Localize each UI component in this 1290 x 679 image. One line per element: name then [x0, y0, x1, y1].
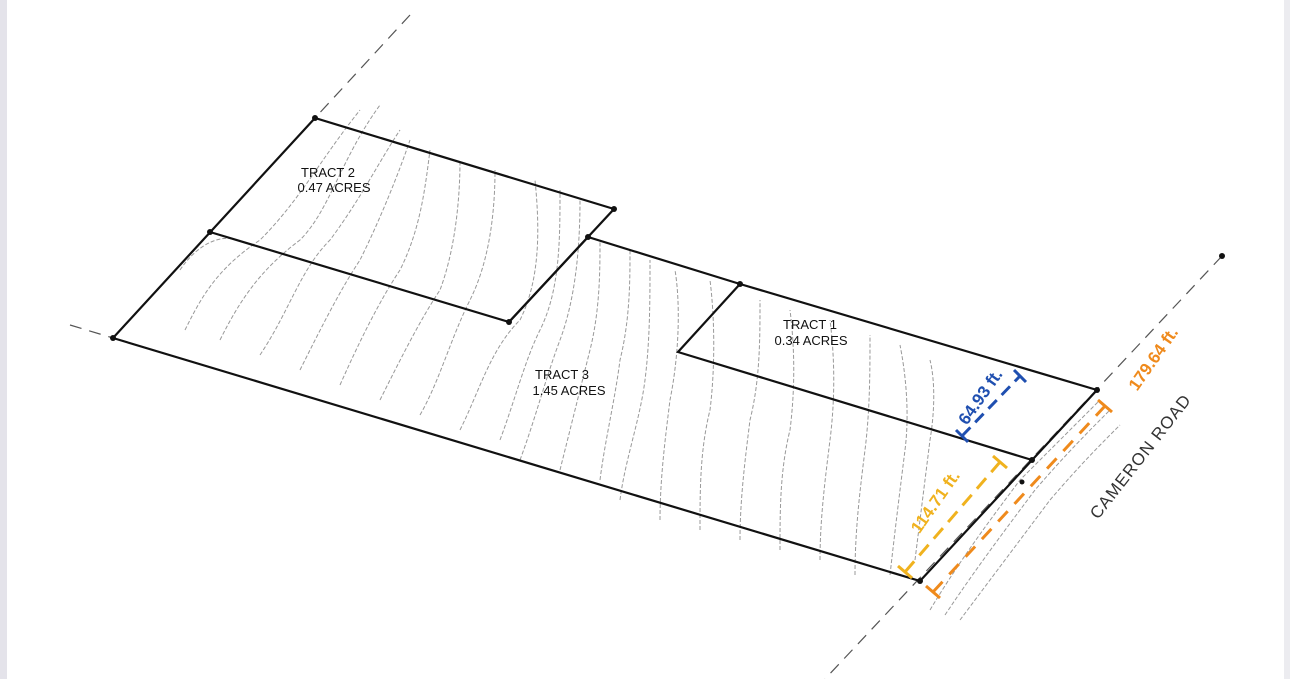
dimension-label-179-64: 179.64 ft. [1125, 324, 1182, 395]
window-edge-left [0, 0, 7, 679]
reference-lines [69, 14, 1223, 679]
dimension-114-71 [897, 454, 1008, 580]
road-centerline [824, 255, 1223, 679]
tract-2-name: TRACT 2 [301, 165, 355, 180]
tract-boundaries [112, 116, 1100, 583]
tract-1-boundary [676, 283, 1033, 462]
extension-line-west [69, 324, 114, 339]
window-edge-right [1284, 0, 1290, 679]
tract-1-name: TRACT 1 [783, 317, 837, 332]
contour-lines [179, 104, 1121, 621]
dimension-label-114-71: 114.71 ft. [907, 467, 964, 537]
dimension-179-64 [925, 398, 1113, 600]
tract-2-boundary [112, 116, 617, 339]
tract-3-boundary [112, 235, 1100, 583]
dimension-64-93 [954, 368, 1028, 444]
extension-line-northwest [314, 14, 411, 119]
tract-3-name: TRACT 3 [535, 367, 589, 382]
tract-2-area: 0.47 ACRES [298, 180, 371, 195]
tract-3-area: 1.45 ACRES [533, 383, 606, 398]
tract-1-area: 0.34 ACRES [775, 333, 848, 348]
corner-markers [110, 115, 1225, 584]
